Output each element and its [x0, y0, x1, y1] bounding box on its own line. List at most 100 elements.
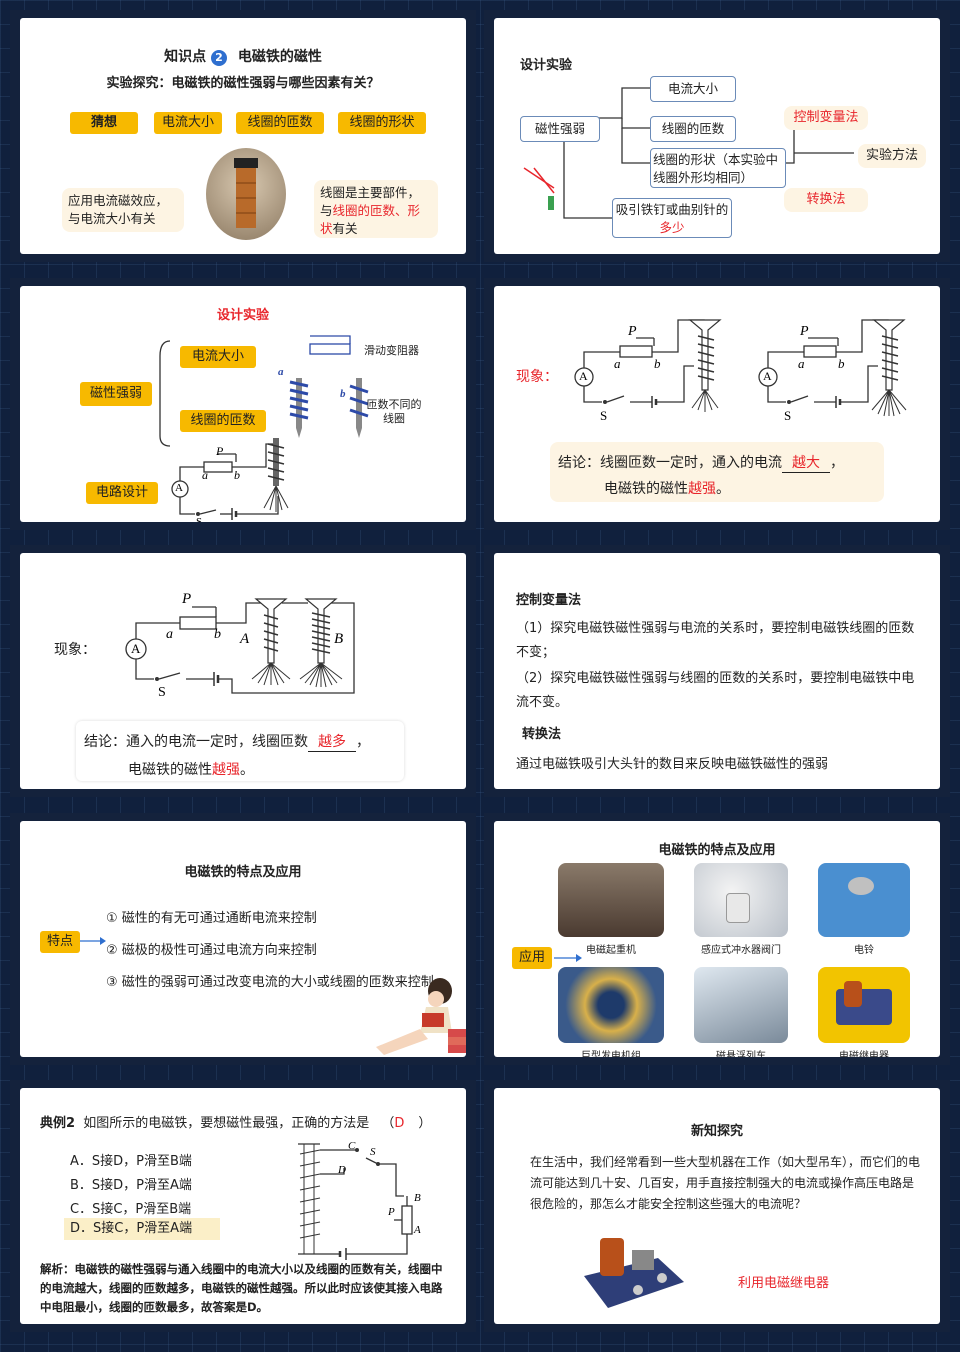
label-a-2: a — [798, 356, 805, 371]
slide-4: 现象： — [484, 278, 950, 530]
caption-generator: 巨型发电机组 — [581, 1051, 641, 1057]
arrow-icon — [554, 954, 582, 962]
analysis: 解析：电磁铁的磁性强弱与通入线圈中的电流大小以及线圈的匝数有关，线圈中的电流越大… — [40, 1262, 443, 1314]
bracket-lines — [80, 937, 106, 945]
conclusion-box: 结论：通入的电流一定时，线圈匝数越多， 电磁铁的磁性越强。 — [76, 721, 404, 781]
feature-1: ① 磁性的有无可通过通断电流来控制 — [106, 911, 317, 926]
relay-photo — [578, 1228, 688, 1312]
caption-crane: 电磁起重机 — [586, 945, 636, 956]
label-P-2: P — [800, 324, 809, 339]
fig-label-C: C — [348, 1140, 356, 1152]
label-b-2: b — [838, 356, 845, 371]
tag-feature: 特点 — [40, 931, 80, 953]
circuit-diagrams — [574, 319, 907, 417]
ammeter-label: A — [175, 482, 183, 494]
slide3-drawing — [159, 335, 369, 520]
method-control: 控制变量法 — [784, 106, 868, 130]
blank-answer: 越多 — [308, 731, 356, 752]
heading: 新知探究 — [690, 1124, 743, 1139]
caption-flush: 感应式冲水器阀门 — [701, 945, 781, 956]
para-2: （2）探究电磁铁磁性强弱与线圈的匝数的关系时，要控制电磁铁中电流不变。 — [516, 671, 915, 710]
slide-6: 控制变量法 （1）探究电磁铁磁性强弱与电流的关系时，要控制电磁铁线圈的匝数不变；… — [484, 545, 950, 797]
answer-text: 利用电磁继电器 — [738, 1276, 830, 1291]
switch-label: S — [158, 685, 166, 700]
slide-title: 知识点 2 电磁铁的磁性 — [164, 49, 322, 66]
subtitle: 实验探究：电磁铁的磁性强弱与哪些因素有关？ — [106, 76, 380, 91]
tag-current: 电流大小 — [154, 112, 222, 134]
caption-bell: 电铃 — [854, 945, 874, 956]
phenomenon-label: 现象： — [516, 369, 558, 385]
fig-label-S: S — [370, 1146, 376, 1158]
tag-application: 应用 — [512, 947, 552, 969]
branch-current: 电流大小 — [650, 76, 736, 102]
photo-generator — [558, 967, 664, 1043]
slide-3: 设计实验 电流大小 磁性强弱 线圈的匝数 滑动变阻器 a b 匝数不同的线圈 电… — [10, 278, 476, 530]
slide-10: 新知探究 在生活中，我们经常看到一些大型机器在工作（如大型吊车），而它们的电流可… — [484, 1080, 950, 1332]
feature-3: ③ 磁性的强弱可通过改变电流的大小或线圈的匝数来控制 — [106, 975, 434, 990]
ammeter-1: A — [579, 369, 588, 383]
answer-mark: D — [394, 1116, 405, 1131]
tag-circuit: 电路设计 — [86, 482, 158, 504]
root-node: 磁性强弱 — [520, 116, 600, 142]
branch-turns: 线圈的匝数 — [650, 116, 736, 142]
coil-A-label: A — [240, 631, 250, 647]
label-b: b — [214, 627, 221, 642]
switch-1: S — [600, 408, 608, 423]
switch-2: S — [784, 408, 792, 423]
heading: 电磁铁的特点及应用 — [184, 865, 302, 880]
feature-2: ② 磁极的极性可通过电流方向来控制 — [106, 943, 317, 958]
label-a: a — [166, 627, 173, 642]
tag-shape: 线圈的形状 — [338, 112, 426, 134]
label-b: b — [234, 468, 240, 482]
slide-7: 电磁铁的特点及应用 特点 ① 磁性的有无可通过通断电流来控制 ② 磁极的极性可通… — [10, 813, 476, 1065]
photo-flush-valve — [694, 863, 788, 937]
root-node: 磁性强弱 — [80, 382, 152, 406]
label-P-1: P — [628, 324, 637, 339]
method-label: 实验方法 — [858, 144, 926, 168]
photo-bell — [818, 863, 910, 937]
method-convert: 转换法 — [784, 188, 868, 212]
question-figure — [298, 1143, 413, 1260]
tag-guess: 猜想 — [70, 112, 138, 134]
heading: 设计实验 — [216, 308, 269, 323]
slide-2: 设计实验 磁性强弱 电流大小 线圈的匝数 线圈的形状（本实验中线圈外形均相同） … — [484, 10, 950, 262]
label-P: P — [216, 444, 224, 458]
slide-8: 电磁铁的特点及应用 应用 电磁起重机 感应式冲水器阀门 电铃 巨型发电机组 磁悬… — [484, 813, 950, 1065]
tag-turns: 线圈的匝数 — [180, 410, 266, 432]
fig-label-P: P — [388, 1206, 395, 1218]
coil-B-label: B — [334, 631, 344, 647]
heading: 电磁铁的特点及应用 — [658, 843, 776, 858]
heading-convert: 转换法 — [522, 727, 562, 742]
rheostat-label: 滑动变阻器 — [364, 344, 419, 357]
option-a: A．S接D，P滑至B端 — [70, 1154, 192, 1169]
heading: 设计实验 — [520, 58, 573, 73]
caption-relay: 电磁继电器 — [839, 1051, 889, 1057]
option-c: C．S接C，P滑至B端 — [70, 1202, 192, 1217]
relay-icon — [584, 1238, 684, 1308]
blank-answer: 越大 — [782, 452, 830, 473]
circuit-diagram — [125, 598, 355, 694]
para-3: 通过电磁铁吸引大头针的数目来反映电磁铁磁性的强弱 — [516, 757, 829, 772]
turns-note: 匝数不同的线圈 — [366, 398, 422, 425]
phenomenon-label: 现象： — [54, 642, 96, 658]
ammeter-2: A — [763, 369, 772, 383]
photo-relay — [818, 967, 910, 1043]
caption-maglev: 磁悬浮列车 — [716, 1051, 766, 1057]
switch-label: S — [196, 516, 203, 522]
label-a: a — [202, 468, 208, 482]
label-b-1: b — [654, 356, 661, 371]
electromagnet-icon — [234, 158, 258, 228]
coil-b-label: b — [340, 388, 346, 400]
label-a-1: a — [614, 356, 621, 371]
conclusion-box: 结论：线圈匝数一定时，通入的电流越大， 电磁铁的磁性越强。 — [550, 442, 884, 502]
photo-maglev — [694, 967, 788, 1043]
slide-5: 现象： P a b A S A B 结论：通入的电流一定时，线圈匝数越多， 电磁… — [10, 545, 476, 797]
label-P: P — [182, 591, 192, 607]
ammeter-label: A — [131, 641, 141, 656]
photo-crane — [558, 863, 664, 937]
option-d: D．S接C，P滑至A端 — [64, 1218, 220, 1240]
reading-girl-illustration — [376, 978, 466, 1055]
fig-label-D: D — [338, 1164, 346, 1176]
left-bubble: 应用电流磁效应，与电流大小有关 — [62, 188, 184, 232]
question: 典例2 如图所示的电磁铁，要想磁性最强，正确的方法是 （D） — [40, 1116, 432, 1131]
